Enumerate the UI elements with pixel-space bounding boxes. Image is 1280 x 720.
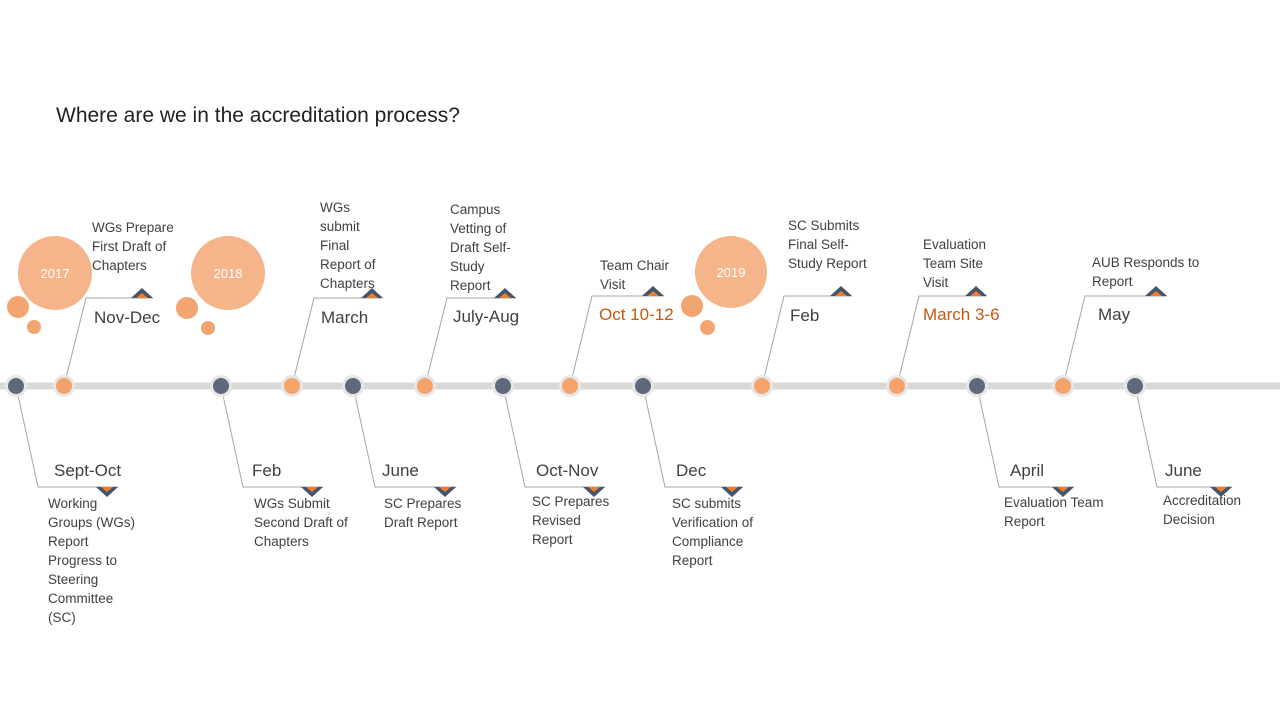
- connector-line: [63, 297, 153, 387]
- above-date: Nov-Dec: [94, 308, 161, 327]
- above-description: WGs Prepare First Draft of Chapters: [92, 220, 174, 273]
- below-description: SC submits Verification of Compliance Re…: [672, 496, 754, 568]
- timeline-marker-gray: [213, 378, 229, 394]
- above-description: Team Chair Visit: [600, 258, 670, 292]
- decorative-bubble: [681, 295, 703, 317]
- chevron-marker: [439, 487, 451, 492]
- below-description: WGs Submit Second Draft of Chapters: [254, 496, 348, 549]
- connector-line: [424, 297, 516, 387]
- connector-line: [761, 295, 852, 387]
- timeline-marker-orange: [1055, 378, 1071, 394]
- year-circle-2019: 2019: [695, 236, 767, 308]
- above-date: Feb: [790, 306, 820, 325]
- below-date: Feb: [252, 461, 282, 480]
- chevron-marker: [366, 293, 378, 298]
- below-date: Dec: [676, 461, 707, 480]
- above-description: Evaluation Team Site Visit: [923, 237, 987, 290]
- connector-line: [569, 295, 664, 387]
- above-description: SC Submits Final Self-Study Report: [788, 218, 867, 271]
- above-date-highlighted: Oct 10-12: [599, 305, 674, 324]
- timeline-marker-orange: [754, 378, 770, 394]
- chevron-marker: [101, 487, 113, 492]
- slide-title: Where are we in the accreditation proces…: [56, 104, 460, 127]
- timeline-marker-orange: [417, 378, 433, 394]
- chevron-marker: [136, 293, 148, 298]
- below-description: SC Prepares Revised Report: [532, 494, 610, 547]
- below-description: Evaluation Team Report: [1004, 495, 1104, 529]
- connector-line: [502, 385, 605, 488]
- timeline-marker-gray: [345, 378, 361, 394]
- connector-line: [15, 385, 118, 488]
- timeline-marker-orange: [56, 378, 72, 394]
- chevron-marker: [726, 487, 738, 492]
- below-description: SC Prepares Draft Report: [384, 496, 462, 530]
- below-date: June: [1165, 461, 1202, 480]
- chevron-marker: [647, 291, 659, 296]
- chevron-marker: [835, 291, 847, 296]
- timeline-marker-gray: [969, 378, 985, 394]
- timeline-marker-orange: [889, 378, 905, 394]
- timeline-marker-gray: [1127, 378, 1143, 394]
- chevron-marker: [1215, 487, 1227, 492]
- above-date: May: [1098, 305, 1131, 324]
- connector-line: [291, 297, 383, 387]
- above-date: March: [321, 308, 369, 327]
- decorative-bubble: [7, 296, 29, 318]
- chevron-marker: [1150, 291, 1162, 296]
- year-circle-2017: 2017: [18, 236, 92, 310]
- timeline-marker-gray: [635, 378, 651, 394]
- timeline-marker-gray: [495, 378, 511, 394]
- chevron-marker: [306, 487, 318, 492]
- above-date: July-Aug: [453, 307, 520, 326]
- decorative-bubble: [27, 320, 41, 334]
- timeline-marker-orange: [562, 378, 578, 394]
- above-description: WGs submit Final Report of Chapters: [320, 200, 376, 291]
- connector-line: [642, 385, 743, 488]
- above-date-highlighted: March 3-6: [923, 305, 1000, 324]
- connector-line: [976, 385, 1074, 488]
- below-date: April: [1010, 461, 1045, 480]
- connector-line: [220, 385, 323, 488]
- year-circle-2018: 2018: [191, 236, 265, 310]
- chevron-marker: [499, 293, 511, 298]
- connector-line: [1062, 295, 1167, 387]
- connector-line: [352, 385, 456, 488]
- above-description: Campus Vetting of Draft Self-Study Repor…: [450, 202, 511, 293]
- below-date: Oct-Nov: [536, 461, 599, 480]
- decorative-bubble: [700, 320, 715, 335]
- chevron-marker: [588, 487, 600, 492]
- below-description: Accreditation Decision: [1163, 493, 1242, 527]
- below-date: Sept-Oct: [54, 461, 122, 480]
- decorative-bubble: [176, 297, 198, 319]
- above-description: AUB Responds to Report: [1092, 255, 1200, 289]
- below-description: Working Groups (WGs) Report Progress to …: [48, 496, 136, 625]
- connector-line: [1134, 385, 1232, 488]
- decorative-bubble: [201, 321, 215, 335]
- timeline-marker-orange: [284, 378, 300, 394]
- connector-line: [896, 295, 987, 387]
- chevron-marker: [970, 291, 982, 296]
- timeline-marker-gray: [8, 378, 24, 394]
- chevron-marker: [1057, 487, 1069, 492]
- below-date: June: [382, 461, 419, 480]
